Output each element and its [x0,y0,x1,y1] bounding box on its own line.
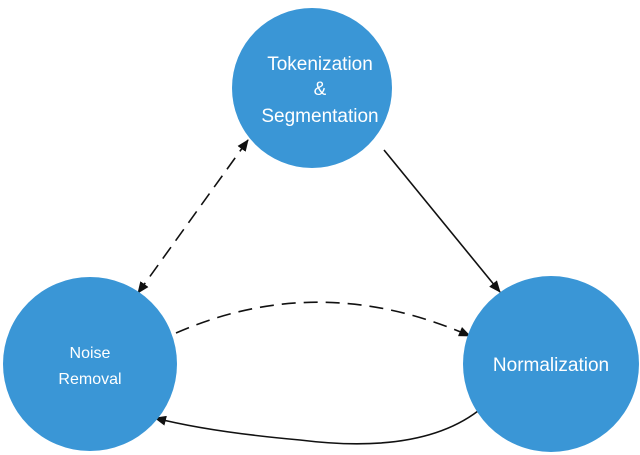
node-label-line: Tokenization [267,54,373,75]
node-normalization: Normalization [463,276,639,452]
node-tokenization-segmentation: Tokenization & Segmentation [232,8,392,168]
node-label-line: & [314,79,327,100]
node-label-line: Noise [70,345,111,362]
edge-tokenization-to-normalization [383,149,501,293]
node-label-line: Normalization [493,355,609,376]
node-label-line: Removal [58,371,121,388]
node-noise-removal: Noise Removal [3,277,177,451]
node-label-line: Segmentation [261,106,378,127]
edge-noise-removal-to-normalization [175,301,471,337]
edge-normalization-to-noise-removal [154,410,479,445]
edge-tokenization-noise-removal-bidirectional [137,139,249,294]
